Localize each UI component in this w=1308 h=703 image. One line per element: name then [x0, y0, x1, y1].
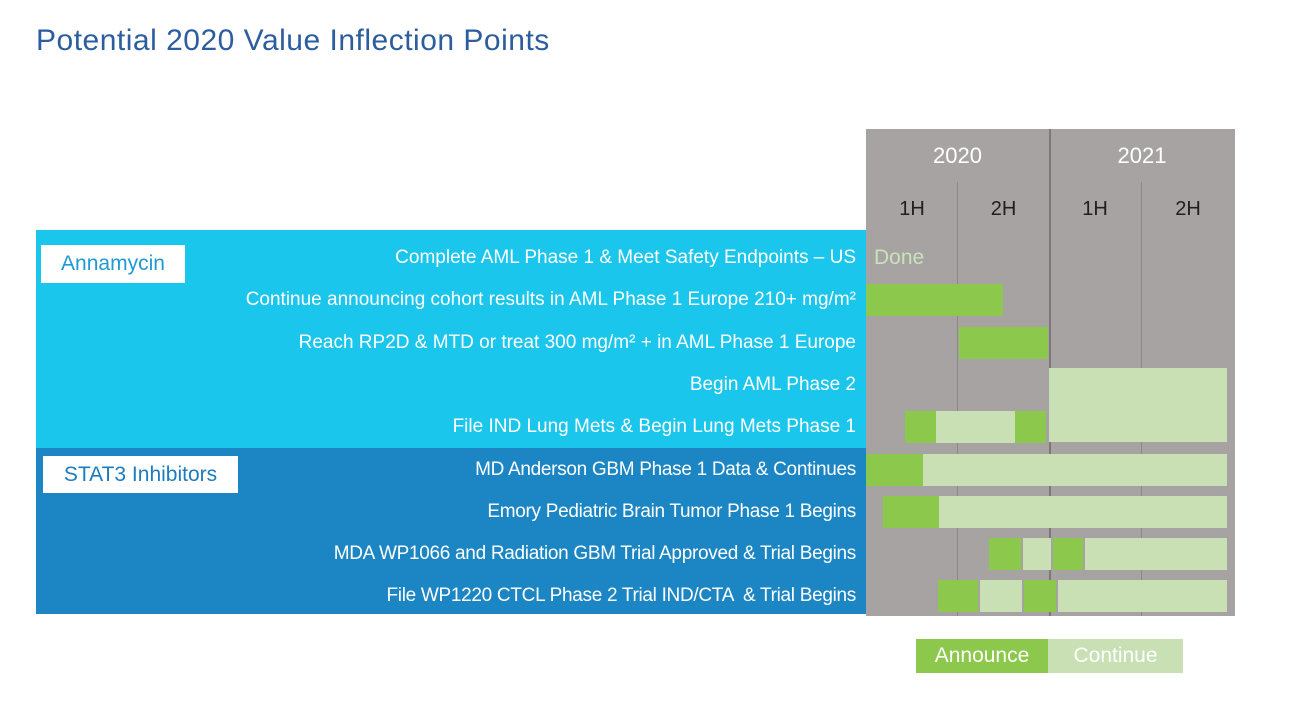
bar-segment-continue: [1085, 538, 1227, 571]
half-header-2020-2h: 2H: [990, 198, 1017, 220]
bar-segment-announce: [1024, 580, 1056, 613]
bar-segment-announce: [866, 284, 1004, 317]
bar-segment-announce: [958, 326, 1049, 359]
slide-title: Potential 2020 Value Inflection Points: [36, 24, 550, 57]
row-label: Complete AML Phase 1 & Meet Safety Endpo…: [395, 247, 856, 268]
row-label: MDA WP1066 and Radiation GBM Trial Appro…: [333, 543, 857, 565]
row-label: File WP1220 CTCL Phase 2 Trial IND/CTA &…: [386, 585, 856, 607]
half-header-2020-1h: 1H: [899, 198, 925, 220]
status-done-text: Done: [874, 246, 925, 269]
bar-segment-continue: [935, 411, 1016, 444]
bar-segment-continue: [1057, 580, 1227, 613]
row-label: Continue announcing cohort results in AM…: [245, 289, 856, 311]
year-header-2021: 2021: [1117, 143, 1167, 168]
bar-segment-announce: [937, 580, 978, 613]
timeline-panel: 2020 2021 1H 2H 1H 2H Done: [866, 129, 1235, 616]
bar-segment-continue: [1023, 538, 1052, 571]
row-label: Emory Pediatric Brain Tumor Phase 1 Begi…: [487, 500, 856, 522]
bar-segment-announce: [988, 538, 1021, 571]
row-label: File IND Lung Mets & Begin Lung Mets Pha…: [452, 416, 856, 438]
row-label: Reach RP2D & MTD or treat 300 mg/m² + in…: [298, 331, 856, 353]
section-label-stat3: STAT3 Inhibitors: [43, 456, 238, 493]
legend-continue: Continue: [1048, 639, 1183, 673]
bar-segment-announce: [1053, 538, 1084, 571]
legend-announce: Announce: [916, 639, 1048, 673]
half-header-2021-2h: 2H: [1175, 198, 1201, 220]
bar-segment-continue: [980, 580, 1022, 613]
bar-segment-continue: [939, 495, 1227, 528]
row-label: MD Anderson GBM Phase 1 Data & Continues: [475, 458, 856, 480]
bar-segment-continue: [1049, 367, 1227, 442]
section-label-annamycin: Annamycin: [41, 245, 185, 283]
bar-segment-announce: [905, 411, 936, 444]
year-header-2020: 2020: [933, 143, 982, 168]
bar-segment-announce: [1015, 411, 1047, 444]
bar-segment-continue: [922, 453, 1227, 486]
row-label: Begin AML Phase 2: [689, 373, 856, 395]
bar-segment-announce: [883, 495, 940, 528]
half-header-2021-1h: 1H: [1082, 198, 1108, 220]
bar-segment-announce: [866, 453, 923, 486]
gridline-2020-half-divider: [957, 182, 958, 616]
